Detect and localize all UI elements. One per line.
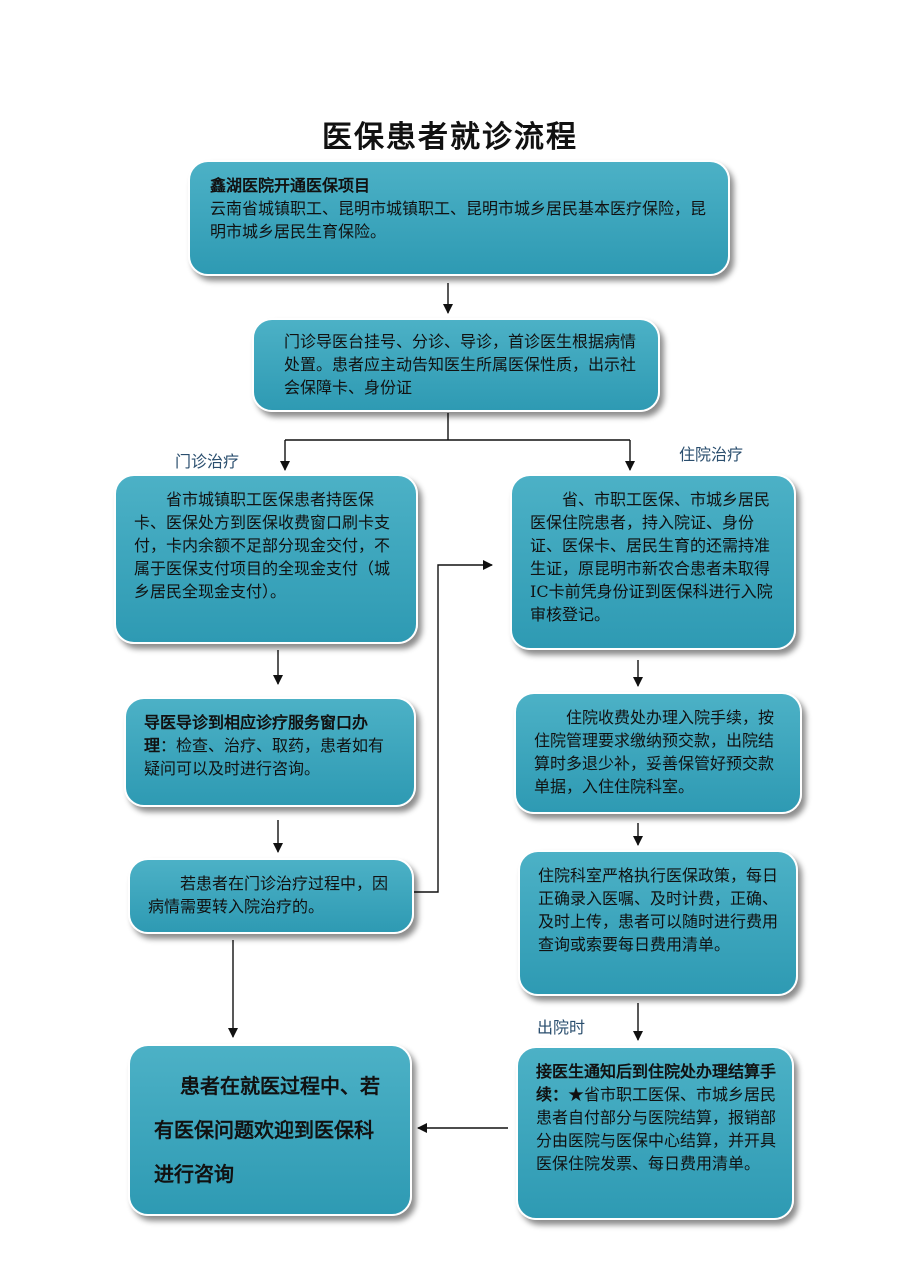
box-ward: 住院科室严格执行医保政策，每日正确录入医嘱、及时计费，正确、及时上传，患者可以随… <box>518 850 798 996</box>
box-outpatient-payment: 省市城镇职工医保患者持医保卡、医保处方到医保收费窗口刷卡支付，卡内余额不足部分现… <box>114 474 418 644</box>
box-settlement: 接医生通知后到住院处办理结算手续：★省市职工医保、市城乡居民患者自付部分与医院结… <box>516 1046 794 1220</box>
outpatient-payment-text: 省市城镇职工医保患者持医保卡、医保处方到医保收费窗口刷卡支付，卡内余额不足部分现… <box>134 490 391 601</box>
ward-text: 住院科室严格执行医保政策，每日正确录入医嘱、及时计费，正确、及时上传，患者可以随… <box>538 866 779 954</box>
page-title: 医保患者就诊流程 <box>322 120 578 155</box>
hospital-programs-text: 云南省城镇职工、昆明市城镇职工、昆明市城乡居民基本医疗保险，昆明市城乡居民生育保… <box>210 199 707 241</box>
arrow-transfer-to-admission <box>414 560 493 893</box>
consult-line-2: 有医保问题欢迎到医保科 <box>154 1118 374 1142</box>
box-registration: 门诊导医台挂号、分诊、导诊，首诊医生根据病情处置。患者应主动告知医生所属医保性质… <box>252 318 660 412</box>
admission-text: 省、市职工医保、市城乡居民医保住院患者，持入院证、身份证、医保卡、居民生育的还需… <box>530 490 773 624</box>
label-discharge: 出院时 <box>537 1018 586 1037</box>
box-consult: 患者在就医过程中、若 有医保问题欢迎到医保科 进行咨询 <box>128 1044 412 1216</box>
box-admission: 省、市职工医保、市城乡居民医保住院患者，持入院证、身份证、医保卡、居民生育的还需… <box>510 474 796 650</box>
outpatient-guide-body: ：检查、治疗、取药，患者如有疑问可以及时进行咨询。 <box>144 736 385 778</box>
box-outpatient-guide: 导医导诊到相应诊疗服务窗口办理：检查、治疗、取药，患者如有疑问可以及时进行咨询。 <box>124 697 416 807</box>
inpatient-billing-text: 住院收费处办理入院手续，按住院管理要求缴纳预交款，出院结算时多退少补，妥善保管好… <box>534 708 775 796</box>
transfer-text: 若患者在门诊治疗过程中，因病情需要转入院治疗的。 <box>148 874 389 916</box>
label-outpatient: 门诊治疗 <box>175 452 240 471</box>
box-inpatient-billing: 住院收费处办理入院手续，按住院管理要求缴纳预交款，出院结算时多退少补，妥善保管好… <box>514 692 802 814</box>
box-hospital-programs: 鑫湖医院开通医保项目 云南省城镇职工、昆明市城镇职工、昆明市城乡居民基本医疗保险… <box>188 160 730 276</box>
settlement-heading: 接医生通知后到住院处办理结算手续： <box>536 1062 777 1104</box>
box-transfer: 若患者在门诊治疗过程中，因病情需要转入院治疗的。 <box>128 858 414 934</box>
outpatient-guide-heading: 导医导诊到相应诊疗服务窗口办理 <box>144 713 369 755</box>
registration-text: 门诊导医台挂号、分诊、导诊，首诊医生根据病情处置。患者应主动告知医生所属医保性质… <box>284 332 637 397</box>
consult-line-3: 进行咨询 <box>154 1162 234 1186</box>
hospital-programs-heading: 鑫湖医院开通医保项目 <box>210 176 371 195</box>
outpatient-guide-text: 导医导诊到相应诊疗服务窗口办理：检查、治疗、取药，患者如有疑问可以及时进行咨询。 <box>144 711 400 780</box>
consult-line-1: 患者在就医过程中、若 <box>180 1074 380 1098</box>
settlement-body: ★省市职工医保、市城乡居民患者自付部分与医院结算，报销部分由医院与医保中心结算，… <box>536 1085 777 1173</box>
label-inpatient: 住院治疗 <box>679 445 744 464</box>
settlement-text: 接医生通知后到住院处办理结算手续：★省市职工医保、市城乡居民患者自付部分与医院结… <box>536 1060 778 1175</box>
